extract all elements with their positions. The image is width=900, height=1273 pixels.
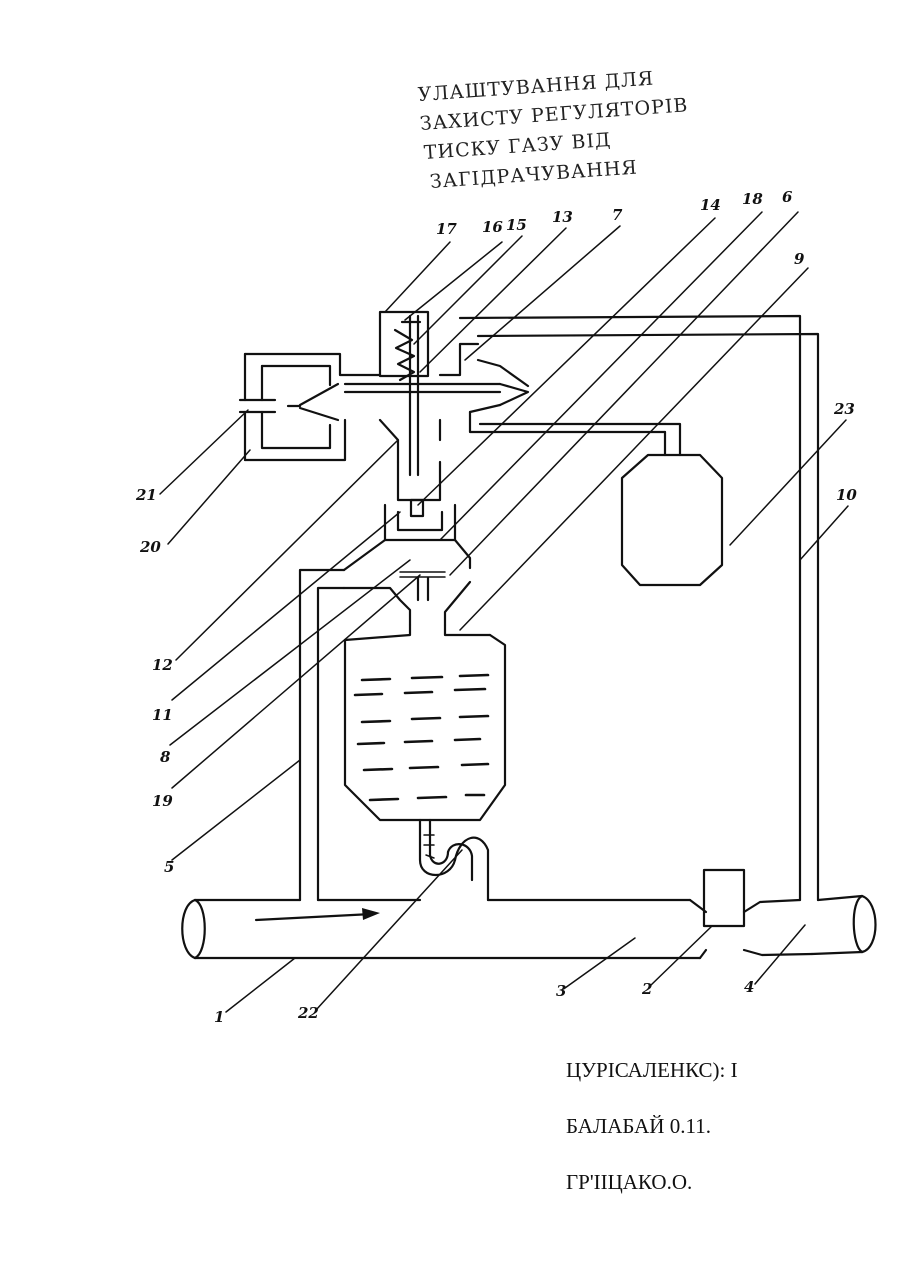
label-17: 17 (436, 220, 457, 238)
label-6: 6 (782, 188, 793, 206)
label-19: 19 (152, 792, 173, 810)
label-14: 14 (700, 196, 721, 214)
label-8: 8 (160, 748, 171, 766)
middle-chamber (344, 540, 490, 640)
author-line-2: БАЛАБАЙ 0.11. (566, 1114, 711, 1139)
label-15: 15 (506, 216, 527, 234)
label-1: 1 (214, 1008, 224, 1026)
condensate-tank (345, 635, 505, 820)
label-5: 5 (164, 858, 174, 876)
valve-stem (385, 462, 455, 540)
siphon-tube (420, 820, 488, 900)
label-3: 3 (556, 982, 566, 1000)
label-9: 9 (794, 250, 805, 268)
label-18: 18 (742, 190, 763, 208)
left-impulse-line (300, 570, 344, 900)
label-22: 22 (297, 1004, 319, 1022)
flow-meter (704, 870, 744, 926)
label-2: 2 (641, 980, 652, 998)
label-16: 16 (482, 218, 503, 236)
label-13: 13 (552, 208, 573, 226)
label-21: 21 (135, 486, 157, 504)
auxiliary-vessel (622, 455, 722, 585)
main-pipe (182, 896, 875, 958)
label-20: 20 (139, 538, 161, 556)
label-11: 11 (152, 706, 173, 724)
label-7: 7 (612, 206, 623, 224)
label-12: 12 (152, 656, 173, 674)
label-23: 23 (833, 400, 855, 418)
label-4: 4 (744, 978, 754, 996)
right-impulse-line (460, 316, 818, 900)
side-chamber (240, 354, 330, 460)
label-10: 10 (836, 486, 857, 504)
author-line-3: ГР'IIЦАКО.О. (566, 1170, 692, 1195)
author-line-1: ЦУРІСАЛЕНКС): І (566, 1058, 738, 1083)
